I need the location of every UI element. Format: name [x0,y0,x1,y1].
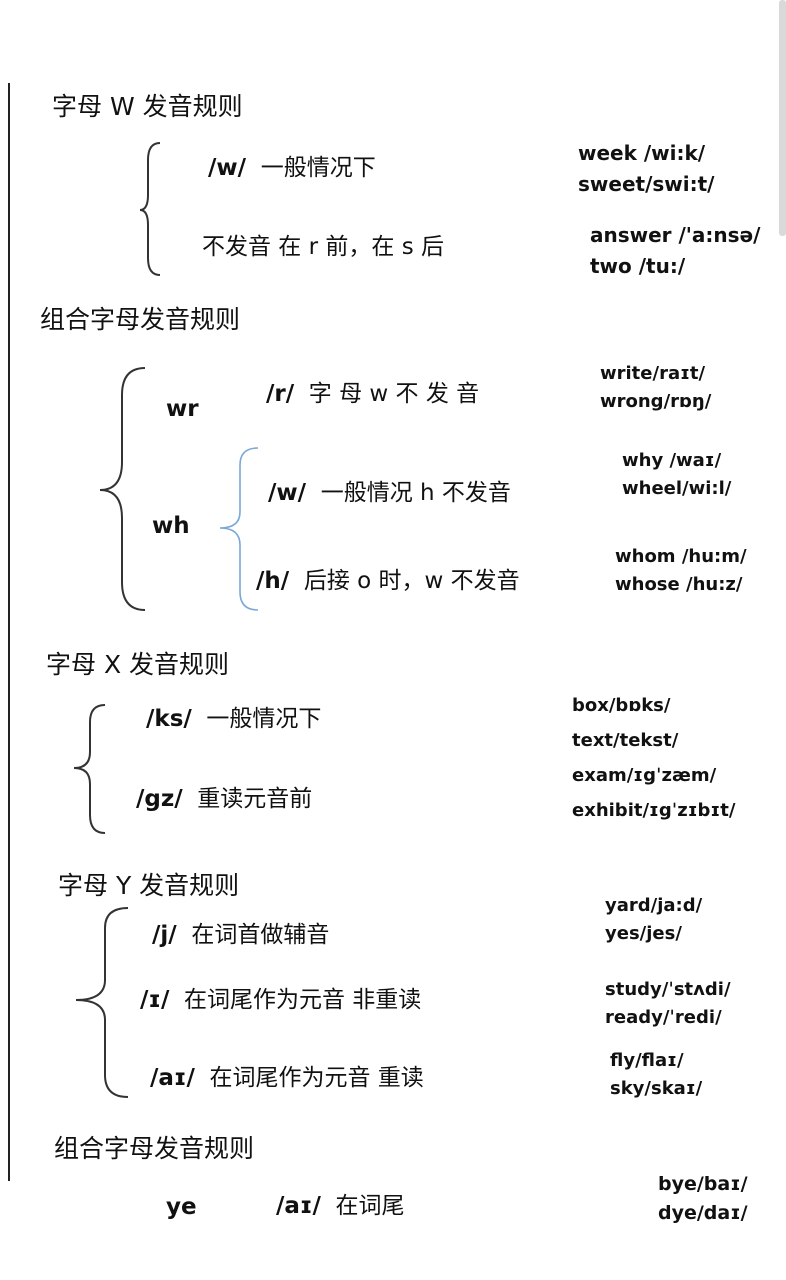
section-x-title: 字母 X 发音规则 [46,650,230,679]
example: answer /'a:nsə/ [590,223,761,247]
w-rule2-desc: 不发音 在 r 前，在 s 后 [202,234,444,260]
y-rule1: /j/ 在词首做辅音 [152,924,329,947]
brace-w [139,142,161,276]
y-rule2-sound: /ɪ/ [140,987,170,1013]
y-rule2: /ɪ/ 在词尾作为元音 非重读 [140,989,421,1012]
wr-examples: write/raɪt/ wrong/rɒŋ/ [600,360,711,416]
w-rule1-sound: /w/ [208,155,247,181]
y-rule3: /aɪ/ 在词尾作为元音 重读 [150,1067,424,1090]
y-rule1-examples: yard/ja:d/ yes/jes/ [605,892,702,948]
wh-rule2: /h/ 后接 o 时，w 不发音 [256,570,520,593]
example: fly/flaɪ/ [610,1050,684,1071]
y-rule2-examples: study/ˈstʌdi/ ready/ˈredi/ [605,976,731,1032]
example: bye/baɪ/ [658,1173,748,1195]
example: exhibit/ɪgˈzɪbɪt/ [572,800,736,822]
example: exam/ɪgˈzæm/ [572,765,717,787]
y-rule1-desc: 在词首做辅音 [191,922,330,948]
section-combo2-title: 组合字母发音规则 [54,1134,255,1163]
scrollbar[interactable] [779,0,786,236]
example: sweet/swi:t/ [578,172,715,196]
y-rule3-sound: /aɪ/ [150,1065,195,1091]
y-rule3-desc: 在词尾作为元音 重读 [209,1065,424,1091]
example: whose /hu:z/ [615,573,743,595]
ye-sound: /aɪ/ [276,1193,321,1219]
wh-rule1-sound: /w/ [268,480,307,506]
wh-rule1: /w/ 一般情况 h 不发音 [268,482,511,505]
x-rule2-desc: 重读元音前 [197,786,313,812]
ye-rule: /aɪ/ 在词尾 [276,1195,405,1218]
ye-letters: ye [166,1194,197,1220]
example: text/tekst/ [572,730,679,752]
wr-letters: wr [166,396,199,422]
example: wheel/wi:l/ [622,477,732,499]
brace-wh [219,447,259,611]
example: two /tu:/ [590,254,686,278]
section-combo1-title: 组合字母发音规则 [40,305,241,334]
wh-letters: wh [152,513,190,539]
example: write/raɪt/ [600,363,706,384]
example: yes/jes/ [605,922,682,944]
w-rule1-desc: 一般情况下 [260,155,376,181]
y-rule2-desc: 在词尾作为元音 非重读 [183,987,422,1013]
y-rule1-sound: /j/ [152,922,177,948]
w-examples2: answer /'a:nsə/ two /tu:/ [590,220,760,282]
example: ready/ˈredi/ [605,1006,722,1028]
brace-x [73,704,106,834]
example: week /wi:k/ [578,141,706,165]
wh-rule2-sound: /h/ [256,568,290,594]
example: why /waɪ/ [622,450,722,471]
wr-sound: /r/ [266,381,295,407]
wr-desc: 字 母 w 不 发 音 [308,381,480,407]
x-rule1: /ks/ 一般情况下 [146,708,321,731]
example: yard/ja:d/ [605,895,703,916]
brace-y [75,907,129,1098]
x-rule1-desc: 一般情况下 [206,706,322,732]
ye-examples: bye/baɪ/ dye/daɪ/ [658,1170,748,1229]
x-rule2-sound: /gz/ [136,786,183,812]
wh-rule2-examples: whom /hu:m/ whose /hu:z/ [615,543,747,599]
y-rule3-examples: fly/flaɪ/ sky/skaɪ/ [610,1047,702,1103]
brace-combo1 [99,367,146,611]
left-margin-line [8,83,10,1181]
x-rule1-sound: /ks/ [146,706,192,732]
example: dye/daɪ/ [658,1202,748,1225]
x-rule2: /gz/ 重读元音前 [136,788,312,811]
wh-rule2-desc: 后接 o 时，w 不发音 [303,568,520,594]
example: study/ˈstʌdi/ [605,979,731,1000]
wr-rule: /r/ 字 母 w 不 发 音 [266,383,479,406]
section-w-title: 字母 W 发音规则 [52,92,243,121]
example: sky/skaɪ/ [610,1077,703,1099]
wh-rule1-desc: 一般情况 h 不发音 [320,480,511,506]
example: wrong/rɒŋ/ [600,390,712,412]
wh-rule1-examples: why /waɪ/ wheel/wi:l/ [622,447,731,503]
w-rule1: /w/ 一般情况下 [208,157,376,180]
example: whom /hu:m/ [615,546,747,567]
x-examples: box/bɒks/ text/tekst/ exam/ɪgˈzæm/ exhib… [572,688,735,828]
example: box/bɒks/ [572,695,671,716]
ye-desc: 在词尾 [335,1193,405,1219]
section-y-title: 字母 Y 发音规则 [58,871,240,900]
w-examples1: week /wi:k/ sweet/swi:t/ [578,138,714,200]
